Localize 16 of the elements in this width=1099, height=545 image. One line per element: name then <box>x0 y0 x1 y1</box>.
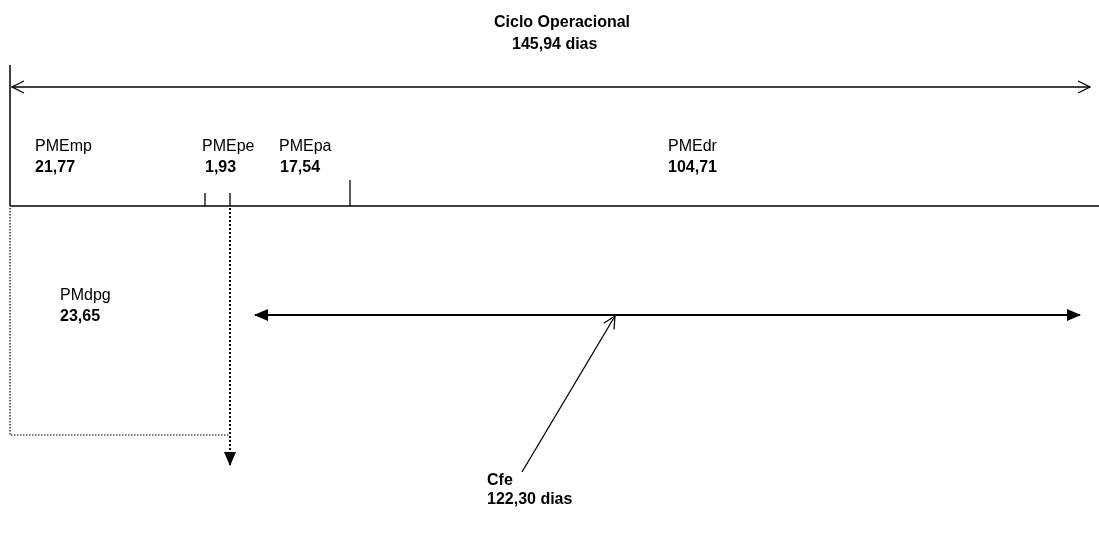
cycle-name: Cfe <box>487 470 514 489</box>
period-label: PMEdr <box>668 136 717 155</box>
period-value: 21,77 <box>35 157 76 176</box>
period-label: PMEpe <box>202 136 255 155</box>
period-value: 17,54 <box>280 157 321 176</box>
dimension-label: Ciclo Operacional <box>494 12 631 31</box>
dimension-value: 145,94 dias <box>512 34 598 53</box>
period-label: PMEpa <box>279 136 332 155</box>
period-label: PMEmp <box>35 136 92 155</box>
period-value: 23,65 <box>60 306 101 325</box>
leader-line <box>521 315 616 473</box>
period-value: 104,71 <box>668 157 717 176</box>
dimension-line <box>254 309 1081 321</box>
period-label: PMdpg <box>60 285 111 304</box>
period-value: 1,93 <box>205 157 237 176</box>
cycle-value: 122,30 dias <box>487 489 573 508</box>
